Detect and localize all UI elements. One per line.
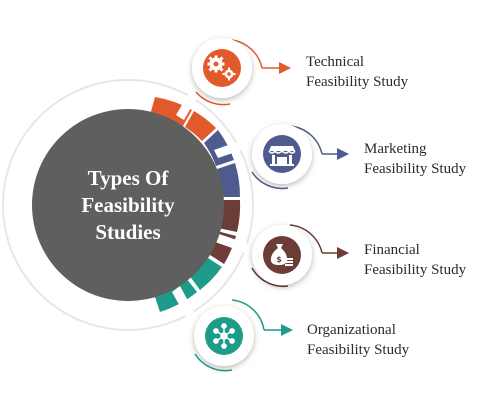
financial-label: Financial Feasibility Study (364, 240, 466, 280)
center-title: Types Of Feasibility Studies (48, 165, 208, 246)
organizational-label: Organizational Feasibility Study (307, 320, 409, 360)
outer-ring (2, 79, 254, 331)
financial-node: $ (251, 224, 349, 288)
network-icon (213, 323, 235, 349)
marketing-label-line-1: Marketing (364, 141, 427, 157)
storefront-icon (268, 146, 296, 166)
organizational-node (194, 299, 293, 372)
organizational-label-line-1: Organizational (307, 322, 396, 338)
marketing-node (251, 124, 349, 190)
technical-label-line-1: Technical (306, 54, 365, 70)
center-title-line-2: Feasibility (81, 193, 175, 217)
segment-blue-1 (204, 130, 234, 166)
segment-orange-2 (185, 111, 216, 141)
technical-label-line-2: Feasibility Study (306, 74, 409, 90)
marketing-label: Marketing Feasibility Study (364, 139, 466, 179)
segment-orange-1 (150, 97, 192, 126)
center-title-line-3: Studies (95, 220, 161, 244)
segment-blue-2 (217, 163, 241, 197)
connector-bands (172, 88, 252, 317)
svg-text:$: $ (276, 255, 282, 264)
technical-label: Technical Feasibility Study (306, 52, 408, 92)
center-circle (32, 109, 224, 301)
center-title-line-1: Types Of (87, 166, 169, 190)
segment-teal-1 (189, 256, 222, 290)
marketing-label-line-2: Feasibility Study (364, 161, 467, 177)
money-bag-icon: $ (270, 244, 293, 266)
financial-label-line-1: Financial (364, 242, 420, 258)
financial-label-line-2: Feasibility Study (364, 262, 467, 278)
technical-node (192, 38, 291, 106)
organizational-label-line-2: Feasibility Study (307, 342, 410, 358)
